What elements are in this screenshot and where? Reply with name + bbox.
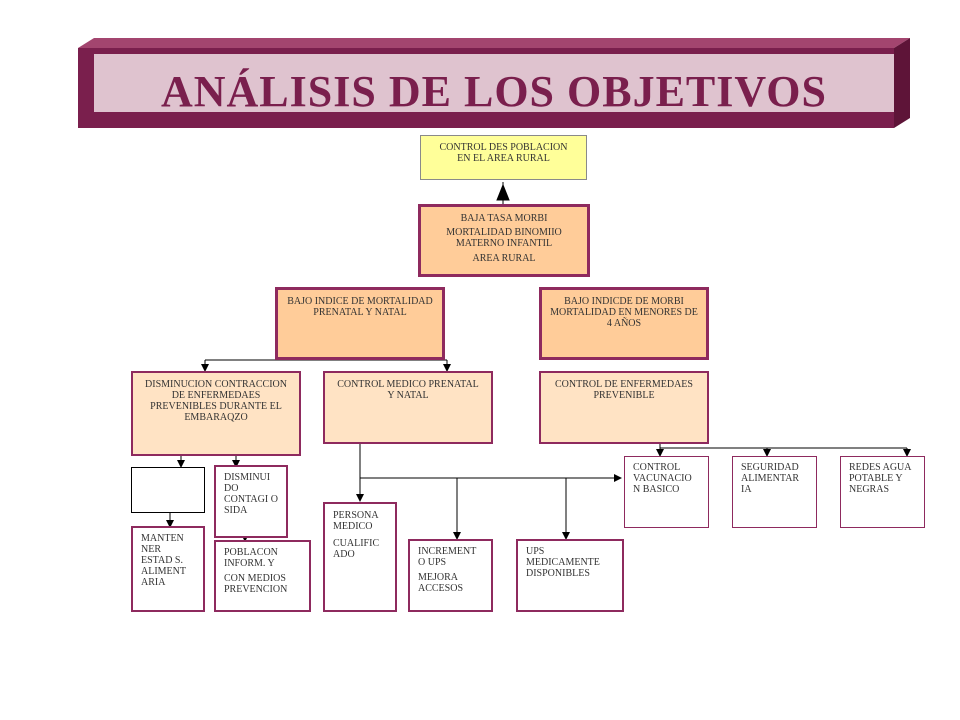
- blank-box: [131, 467, 205, 513]
- result-right-box: BAJO INDICDE DE MORBI MORTALIDAD EN MENO…: [539, 287, 709, 360]
- goal-box: CONTROL DES POBLACION EN EL AREA RURAL: [420, 135, 587, 180]
- persona-line-1: PERSONA MEDICO: [333, 510, 379, 532]
- result-left-box: BAJO INDICE DE MORTALIDAD PRENATAL Y NAT…: [275, 287, 445, 360]
- disminucion-box: DISMINUCION CONTRACCION DE ENFERMEDAES P…: [131, 371, 301, 456]
- poblacion-line-1: POBLACON INFORM. Y: [224, 547, 278, 569]
- poblacion-box: POBLACON INFORM. Y CON MEDIOS PREVENCION: [214, 540, 311, 612]
- banner-inner: [94, 54, 894, 112]
- banner-top-bevel: [78, 38, 910, 48]
- control-medico-box: CONTROL MEDICO PRENATAL Y NATAL: [323, 371, 493, 444]
- disminuido-sida-text: DISMINUI DO CONTAGI O SIDA: [224, 472, 278, 516]
- seguridad-box: SEGURIDAD ALIMENTAR IA: [732, 456, 817, 528]
- incremento-box: INCREMENT O UPS MEJORA ACCESOS: [408, 539, 493, 612]
- persona-line-2: CUALIFIC ADO: [333, 538, 380, 560]
- ups-box: UPS MEDICAMENTE DISPONIBLES: [516, 539, 624, 612]
- incremento-line-1: INCREMENT O UPS: [418, 546, 477, 568]
- persona-box: PERSONA MEDICO CUALIFIC ADO: [323, 502, 397, 612]
- mantener-box: MANTEN NER ESTAD S. ALIMENT ARIA: [131, 526, 205, 612]
- redes-box: REDES AGUA POTABLE Y NEGRAS: [840, 456, 925, 528]
- seguridad-text: SEGURIDAD ALIMENTAR IA: [741, 462, 800, 495]
- ups-text: UPS MEDICAMENTE DISPONIBLES: [526, 546, 600, 579]
- banner-frame: [78, 38, 910, 128]
- control-enfermedades-text: CONTROL DE ENFERMEDAES PREVENIBLE: [555, 379, 693, 401]
- disminuido-sida-box: DISMINUI DO CONTAGI O SIDA: [214, 465, 288, 538]
- disminucion-text: DISMINUCION CONTRACCION DE ENFERMEDAES P…: [145, 379, 287, 423]
- purpose-line-3: AREA RURAL: [472, 253, 536, 264]
- control-enfermedades-box: CONTROL DE ENFERMEDAES PREVENIBLE: [539, 371, 709, 444]
- result-left-text: BAJO INDICE DE MORTALIDAD PRENATAL Y NAT…: [287, 296, 433, 318]
- vacunacion-box: CONTROL VACUNACIO N BASICO: [624, 456, 709, 528]
- banner-right-bevel: [894, 38, 910, 128]
- result-right-text: BAJO INDICDE DE MORBI MORTALIDAD EN MENO…: [550, 296, 698, 329]
- purpose-box: BAJA TASA MORBI MORTALIDAD BINOMIIO MATE…: [418, 204, 590, 277]
- incremento-line-2: MEJORA ACCESOS: [418, 572, 464, 594]
- page-title: ANÁLISIS DE LOS OBJETIVOS: [160, 67, 827, 116]
- purpose-line-1: BAJA TASA MORBI: [460, 213, 548, 224]
- purpose-line-2: MORTALIDAD BINOMIIO MATERNO INFANTIL: [446, 227, 562, 249]
- control-medico-text: CONTROL MEDICO PRENATAL Y NATAL: [337, 379, 479, 401]
- goal-line-1: CONTROL DES POBLACION: [439, 142, 568, 153]
- redes-text: REDES AGUA POTABLE Y NEGRAS: [849, 462, 911, 495]
- poblacion-line-2: CON MEDIOS PREVENCION: [224, 573, 288, 595]
- goal-line-2: EN EL AREA RURAL: [457, 153, 550, 164]
- vacunacion-text: CONTROL VACUNACIO N BASICO: [633, 462, 692, 495]
- mantener-text: MANTEN NER ESTAD S. ALIMENT ARIA: [141, 533, 186, 588]
- title-banner: [0, 0, 960, 140]
- arrow-head-goal: [496, 183, 510, 201]
